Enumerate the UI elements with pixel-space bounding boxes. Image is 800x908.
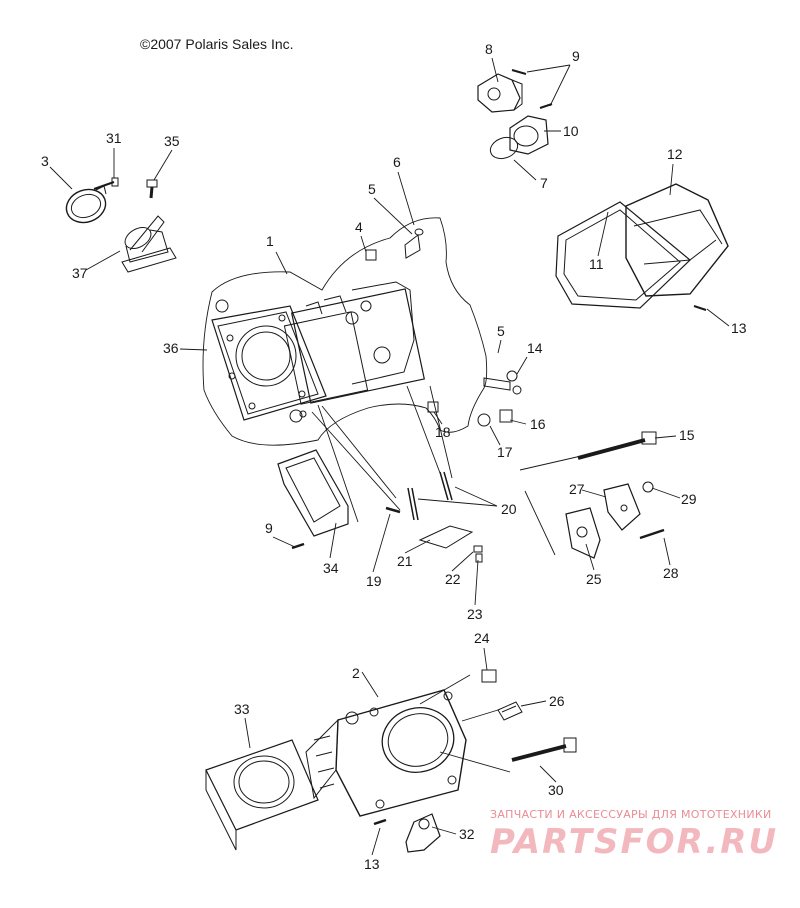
part-30-long-bolt (511, 737, 577, 762)
callout-12: 12 (667, 146, 683, 162)
watermark-logo-text: PARTSFOR.RU (490, 822, 779, 862)
part-24-dowel (481, 669, 497, 683)
copyright-notice: ©2007 Polaris Sales Inc. (140, 36, 294, 52)
part-9-bolt-bottom (291, 542, 305, 550)
callout-5a: 5 (368, 181, 376, 197)
callout-17: 17 (497, 444, 513, 460)
callout-34: 34 (323, 560, 339, 576)
callout-20: 20 (501, 501, 517, 517)
callout-28: 28 (663, 565, 679, 581)
part-13-screw-bottom (373, 818, 387, 826)
part-19-bolt (385, 506, 401, 514)
callout-21: 21 (397, 553, 413, 569)
callout-26: 26 (549, 693, 565, 709)
callout-9b: 9 (265, 520, 273, 536)
callout-8: 8 (485, 41, 493, 57)
part-32-elbow (405, 813, 441, 853)
callout-22: 22 (445, 571, 461, 587)
callout-5b: 5 (497, 323, 505, 339)
part-5-part-6-guides (404, 228, 522, 395)
part-2-cylinder-block (305, 689, 467, 817)
part-12-valve-cover (625, 183, 729, 297)
part-4-dowel (365, 249, 377, 261)
callout-9a: 9 (572, 48, 580, 64)
part-28-bolt (639, 528, 665, 540)
callout-37: 37 (72, 265, 88, 281)
callout-1: 1 (266, 233, 274, 249)
part-3-clamp (65, 185, 107, 224)
callout-25: 25 (586, 571, 602, 587)
small-fittings (427, 401, 513, 427)
callout-33: 33 (234, 701, 250, 717)
part-7-oring (489, 136, 519, 160)
callout-11: 11 (589, 256, 604, 272)
part-11-valve-cover-gasket (555, 201, 691, 309)
part-15-long-bolt (577, 431, 657, 460)
part-1-cylinder-head (202, 217, 488, 446)
callout-36: 36 (163, 340, 179, 356)
callout-13a: 13 (731, 320, 747, 336)
callout-7: 7 (540, 175, 548, 191)
part-8-thermostat-housing (477, 73, 523, 113)
callout-4: 4 (355, 219, 363, 235)
part-26-fitting (497, 701, 523, 721)
callout-23: 23 (467, 606, 483, 622)
part-20-springs (407, 471, 453, 521)
callout-15: 15 (679, 427, 695, 443)
callout-31: 31 (106, 130, 122, 146)
callout-30: 30 (548, 782, 564, 798)
part-29-bolt (642, 481, 654, 493)
callout-14: 14 (527, 340, 543, 356)
part-25-bracket (565, 507, 601, 559)
part-10-housing (509, 115, 549, 155)
part-31-screw (93, 177, 119, 190)
callout-labels: 1 2 3 4 5 5 6 7 8 9 9 10 11 12 13 13 14 … (41, 41, 747, 872)
part-9-screws-top (511, 69, 553, 109)
callout-16: 16 (530, 416, 546, 432)
part-37-intake-boot (121, 215, 177, 273)
callout-29: 29 (681, 491, 697, 507)
part-34-side-cover (277, 449, 349, 537)
callout-24: 24 (474, 630, 490, 646)
part-33-base-gasket (205, 739, 319, 851)
part-22-23-clips (473, 545, 483, 563)
callout-3: 3 (41, 153, 49, 169)
callout-6: 6 (393, 154, 401, 170)
callout-10: 10 (563, 123, 579, 139)
leader-lines (49, 57, 730, 856)
callout-27: 27 (569, 481, 585, 497)
part-36-head-gasket (211, 305, 327, 421)
callout-35: 35 (164, 133, 180, 149)
watermark-tagline: ЗАПЧАСТИ И АКСЕССУАРЫ ДЛЯ МОТОТЕХНИКИ (490, 808, 772, 821)
callout-2: 2 (352, 665, 360, 681)
callout-32: 32 (459, 826, 475, 842)
callout-19: 19 (366, 573, 382, 589)
part-13-screw-top (693, 305, 707, 311)
part-27-bracket (603, 483, 641, 531)
callout-13b: 13 (364, 856, 380, 872)
part-35-screw (146, 179, 158, 199)
part-21-gasket (418, 525, 474, 549)
